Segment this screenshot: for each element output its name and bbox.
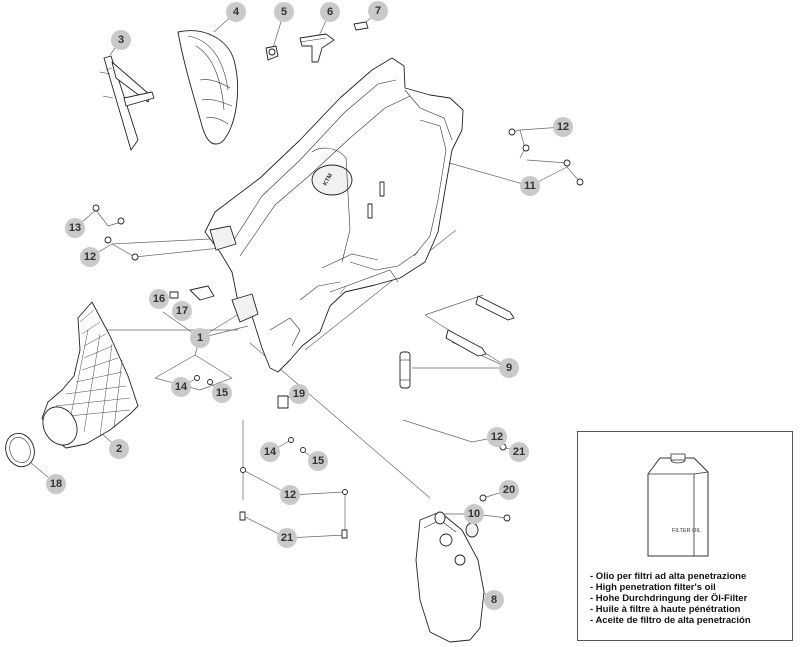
callout-20: 20 (499, 480, 519, 500)
airbox-stamp: KTM (323, 173, 335, 187)
filter-oil-legend: FILTER OIL - Olio per filtri ad alta pen… (577, 431, 793, 641)
callout-17: 17 (172, 301, 192, 321)
callout-label: 15 (216, 387, 228, 399)
callout-21-bottom: 21 (277, 528, 297, 548)
part-side-panel (415, 511, 485, 643)
part-hose-clamp (5, 432, 35, 468)
callout-13: 13 (65, 218, 85, 238)
legend-line-fr: - Huile à filtre à haute pénétration (590, 604, 741, 615)
legend-line-es: - Aceite de filtro de alta penetración (590, 615, 751, 626)
callout-10: 10 (464, 504, 484, 524)
part-airbox-housing: KTM (204, 57, 464, 373)
part-latches (399, 295, 515, 389)
callout-label: 21 (281, 532, 293, 544)
callout-label: 19 (293, 388, 305, 400)
callout-label: 8 (491, 594, 497, 606)
callout-2: 2 (109, 439, 129, 459)
callout-label: 16 (153, 293, 165, 305)
callout-label: 12 (491, 431, 503, 443)
legend-line-de: - Hohe Durchdringung der Öl-Filter (590, 593, 748, 604)
callout-label: 21 (513, 446, 525, 458)
callout-3: 3 (111, 30, 131, 50)
legend-line-en: - High penetration filter's oil (590, 582, 716, 593)
callout-label: 10 (468, 508, 480, 520)
callout-12-top-right: 12 (553, 117, 573, 137)
part-hardware (92, 128, 584, 539)
part-small-fittings (265, 21, 369, 63)
callout-11: 11 (520, 176, 540, 196)
callout-label: 4 (233, 6, 240, 18)
callout-label: 14 (175, 381, 188, 393)
callout-label: 15 (312, 455, 324, 467)
callout-label: 17 (176, 305, 188, 317)
callout-4: 4 (226, 2, 246, 22)
callout-8: 8 (484, 590, 504, 610)
callout-label: 12 (84, 251, 96, 263)
part-intake-boot (41, 301, 139, 449)
oil-can-icon: FILTER OIL (647, 453, 709, 557)
legend-lines: - Olio per filtri ad alta penetrazione -… (590, 571, 751, 626)
callout-label: 9 (506, 362, 512, 374)
callout-15-lower: 15 (308, 451, 328, 471)
callout-19: 19 (289, 384, 309, 404)
callout-label: 11 (524, 180, 536, 192)
legend-line-it: - Olio per filtri ad alta penetrazione (590, 571, 747, 582)
part-air-filter (177, 30, 239, 145)
callout-1: 1 (190, 328, 210, 348)
callout-14-lower: 14 (260, 442, 280, 462)
callout-12-left: 12 (80, 247, 100, 267)
callout-12-right-lower: 12 (487, 427, 507, 447)
callout-14-upper: 14 (171, 377, 191, 397)
callout-15-upper: 15 (212, 383, 232, 403)
callout-9: 9 (499, 358, 519, 378)
callout-label: 14 (264, 446, 277, 458)
callout-16: 16 (149, 289, 169, 309)
part-filter-cage (99, 55, 155, 151)
callout-label: 3 (118, 34, 124, 46)
callout-label: 20 (503, 484, 515, 496)
callout-label: 5 (281, 6, 287, 18)
callout-label: 6 (327, 6, 333, 18)
oil-can-label: FILTER OIL (672, 528, 701, 534)
callout-label: 13 (69, 222, 81, 234)
callout-label: 2 (116, 443, 122, 455)
callout-12-bottom: 12 (280, 485, 300, 505)
callout-7: 7 (368, 1, 388, 21)
callout-label: 7 (375, 5, 381, 17)
callout-label: 12 (284, 489, 296, 501)
callout-label: 18 (50, 478, 62, 490)
callout-6: 6 (320, 2, 340, 22)
callout-18: 18 (46, 474, 66, 494)
callout-5: 5 (274, 2, 294, 22)
callout-21-right: 21 (509, 442, 529, 462)
callout-label: 12 (557, 121, 569, 133)
callout-label: 1 (197, 332, 203, 344)
